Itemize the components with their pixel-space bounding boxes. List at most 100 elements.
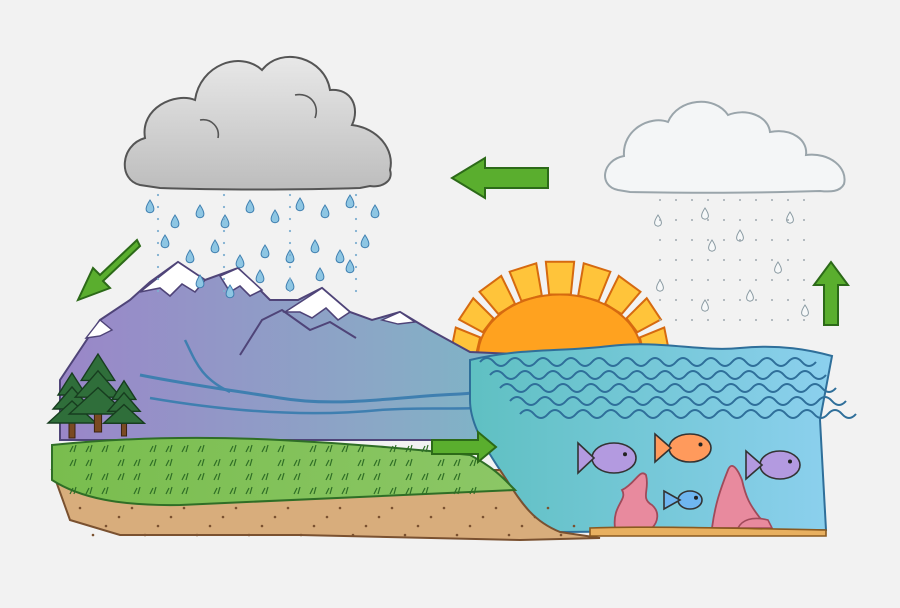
grass-tuft: [101, 486, 109, 495]
grass-tuft: [181, 444, 189, 453]
vapor-drop: [736, 229, 744, 242]
grass-tuft: [373, 472, 381, 481]
vapor-dot: [723, 279, 725, 281]
ground: [50, 436, 601, 542]
pine-trees: [46, 352, 147, 439]
grass-tuft: [85, 472, 93, 481]
vapor-drop: [656, 279, 664, 292]
vapor-dot: [707, 259, 709, 261]
soil-speck: [195, 533, 199, 537]
rain-drop: [285, 249, 295, 264]
vapor-dot: [675, 239, 677, 241]
vapor-dot: [771, 239, 773, 241]
soil-specks: [78, 506, 576, 537]
soil-speck: [117, 515, 121, 519]
rain-dot: [156, 277, 160, 281]
vapor-drop: [701, 299, 709, 312]
grass-field: [51, 436, 518, 507]
arrow-right-runoff: [431, 429, 498, 465]
grass-tuft: [421, 444, 429, 453]
vapor-dot: [675, 279, 677, 281]
grass-tuft: [373, 486, 381, 495]
vapor-dot: [771, 219, 773, 221]
rain-drop: [295, 197, 305, 212]
grass-tuft: [373, 458, 381, 467]
soil-speck: [468, 524, 472, 528]
rain-dot: [222, 241, 226, 245]
rain-dot: [222, 277, 226, 281]
fish-icon: [577, 441, 637, 475]
grass-tuft: [197, 458, 205, 467]
grass-tuft: [309, 458, 317, 467]
grass-tuft: [325, 444, 333, 453]
vapor-dot: [691, 239, 693, 241]
grass-tuft: [453, 458, 461, 467]
soil-speck: [338, 506, 342, 510]
grass-tuft: [101, 444, 109, 453]
vapor-dot: [691, 319, 693, 321]
soil-speck: [364, 524, 368, 528]
snow-cap: [139, 261, 207, 298]
grass-tuft: [341, 444, 349, 453]
rain-drop: [320, 204, 330, 219]
fish-school: [577, 432, 801, 511]
grass-tuft: [325, 458, 333, 467]
snow-cap: [84, 318, 114, 339]
vapor-dot: [707, 299, 709, 301]
sun-icon: [449, 260, 671, 357]
grass-tuft: [261, 444, 269, 453]
soil-speck: [442, 506, 446, 510]
vapor-drop: [774, 261, 782, 274]
grass-tuft: [357, 444, 365, 453]
mountain-ridge-back: [239, 308, 357, 356]
grass-tuft: [181, 486, 189, 495]
vapor-dot: [739, 219, 741, 221]
soil-speck: [234, 506, 238, 510]
rain-dot: [222, 265, 226, 269]
rain-dot: [288, 193, 292, 197]
rain-dot: [222, 253, 226, 257]
vapor-dot: [803, 199, 805, 201]
fish-icon: [654, 432, 712, 464]
rain-dot: [222, 229, 226, 233]
vapor-drop: [701, 207, 709, 220]
grass-tuft: [341, 486, 349, 495]
vapor-dot: [707, 279, 709, 281]
rain-drop: [260, 244, 270, 259]
vapor-drop: [786, 211, 794, 224]
grass-tuft: [325, 486, 333, 495]
grass-tuft: [341, 472, 349, 481]
rain-dot: [156, 229, 160, 233]
vapor-dot: [755, 279, 757, 281]
grass-tuft: [133, 458, 141, 467]
coral-icon: [613, 465, 774, 529]
vapor-drop: [708, 239, 716, 252]
soil-speck: [91, 533, 95, 537]
vapor-dot: [675, 319, 677, 321]
vapor-dot: [787, 239, 789, 241]
vapor-dot: [723, 219, 725, 221]
grass-tuft: [437, 472, 445, 481]
rain-dot: [156, 289, 160, 293]
grass-tuft: [197, 444, 205, 453]
wave-line: [509, 396, 847, 406]
vapor-dot: [723, 199, 725, 201]
grass-tuft: [405, 444, 413, 453]
grass-tuft: [325, 472, 333, 481]
rain-drop: [235, 254, 245, 269]
grass-tuft: [149, 444, 157, 453]
grass-tuft: [245, 458, 253, 467]
soil-speck: [390, 506, 394, 510]
rain-dot: [354, 229, 358, 233]
vapor-dot: [771, 319, 773, 321]
vapor-dot: [787, 219, 789, 221]
grass-tuft: [453, 472, 461, 481]
wave-line: [519, 409, 857, 419]
grass-tuft: [389, 444, 397, 453]
grass-tuft: [213, 458, 221, 467]
grass-tuft: [165, 458, 173, 467]
vapor-dot: [787, 319, 789, 321]
rain-dot: [354, 205, 358, 209]
sun-ray: [577, 261, 612, 303]
